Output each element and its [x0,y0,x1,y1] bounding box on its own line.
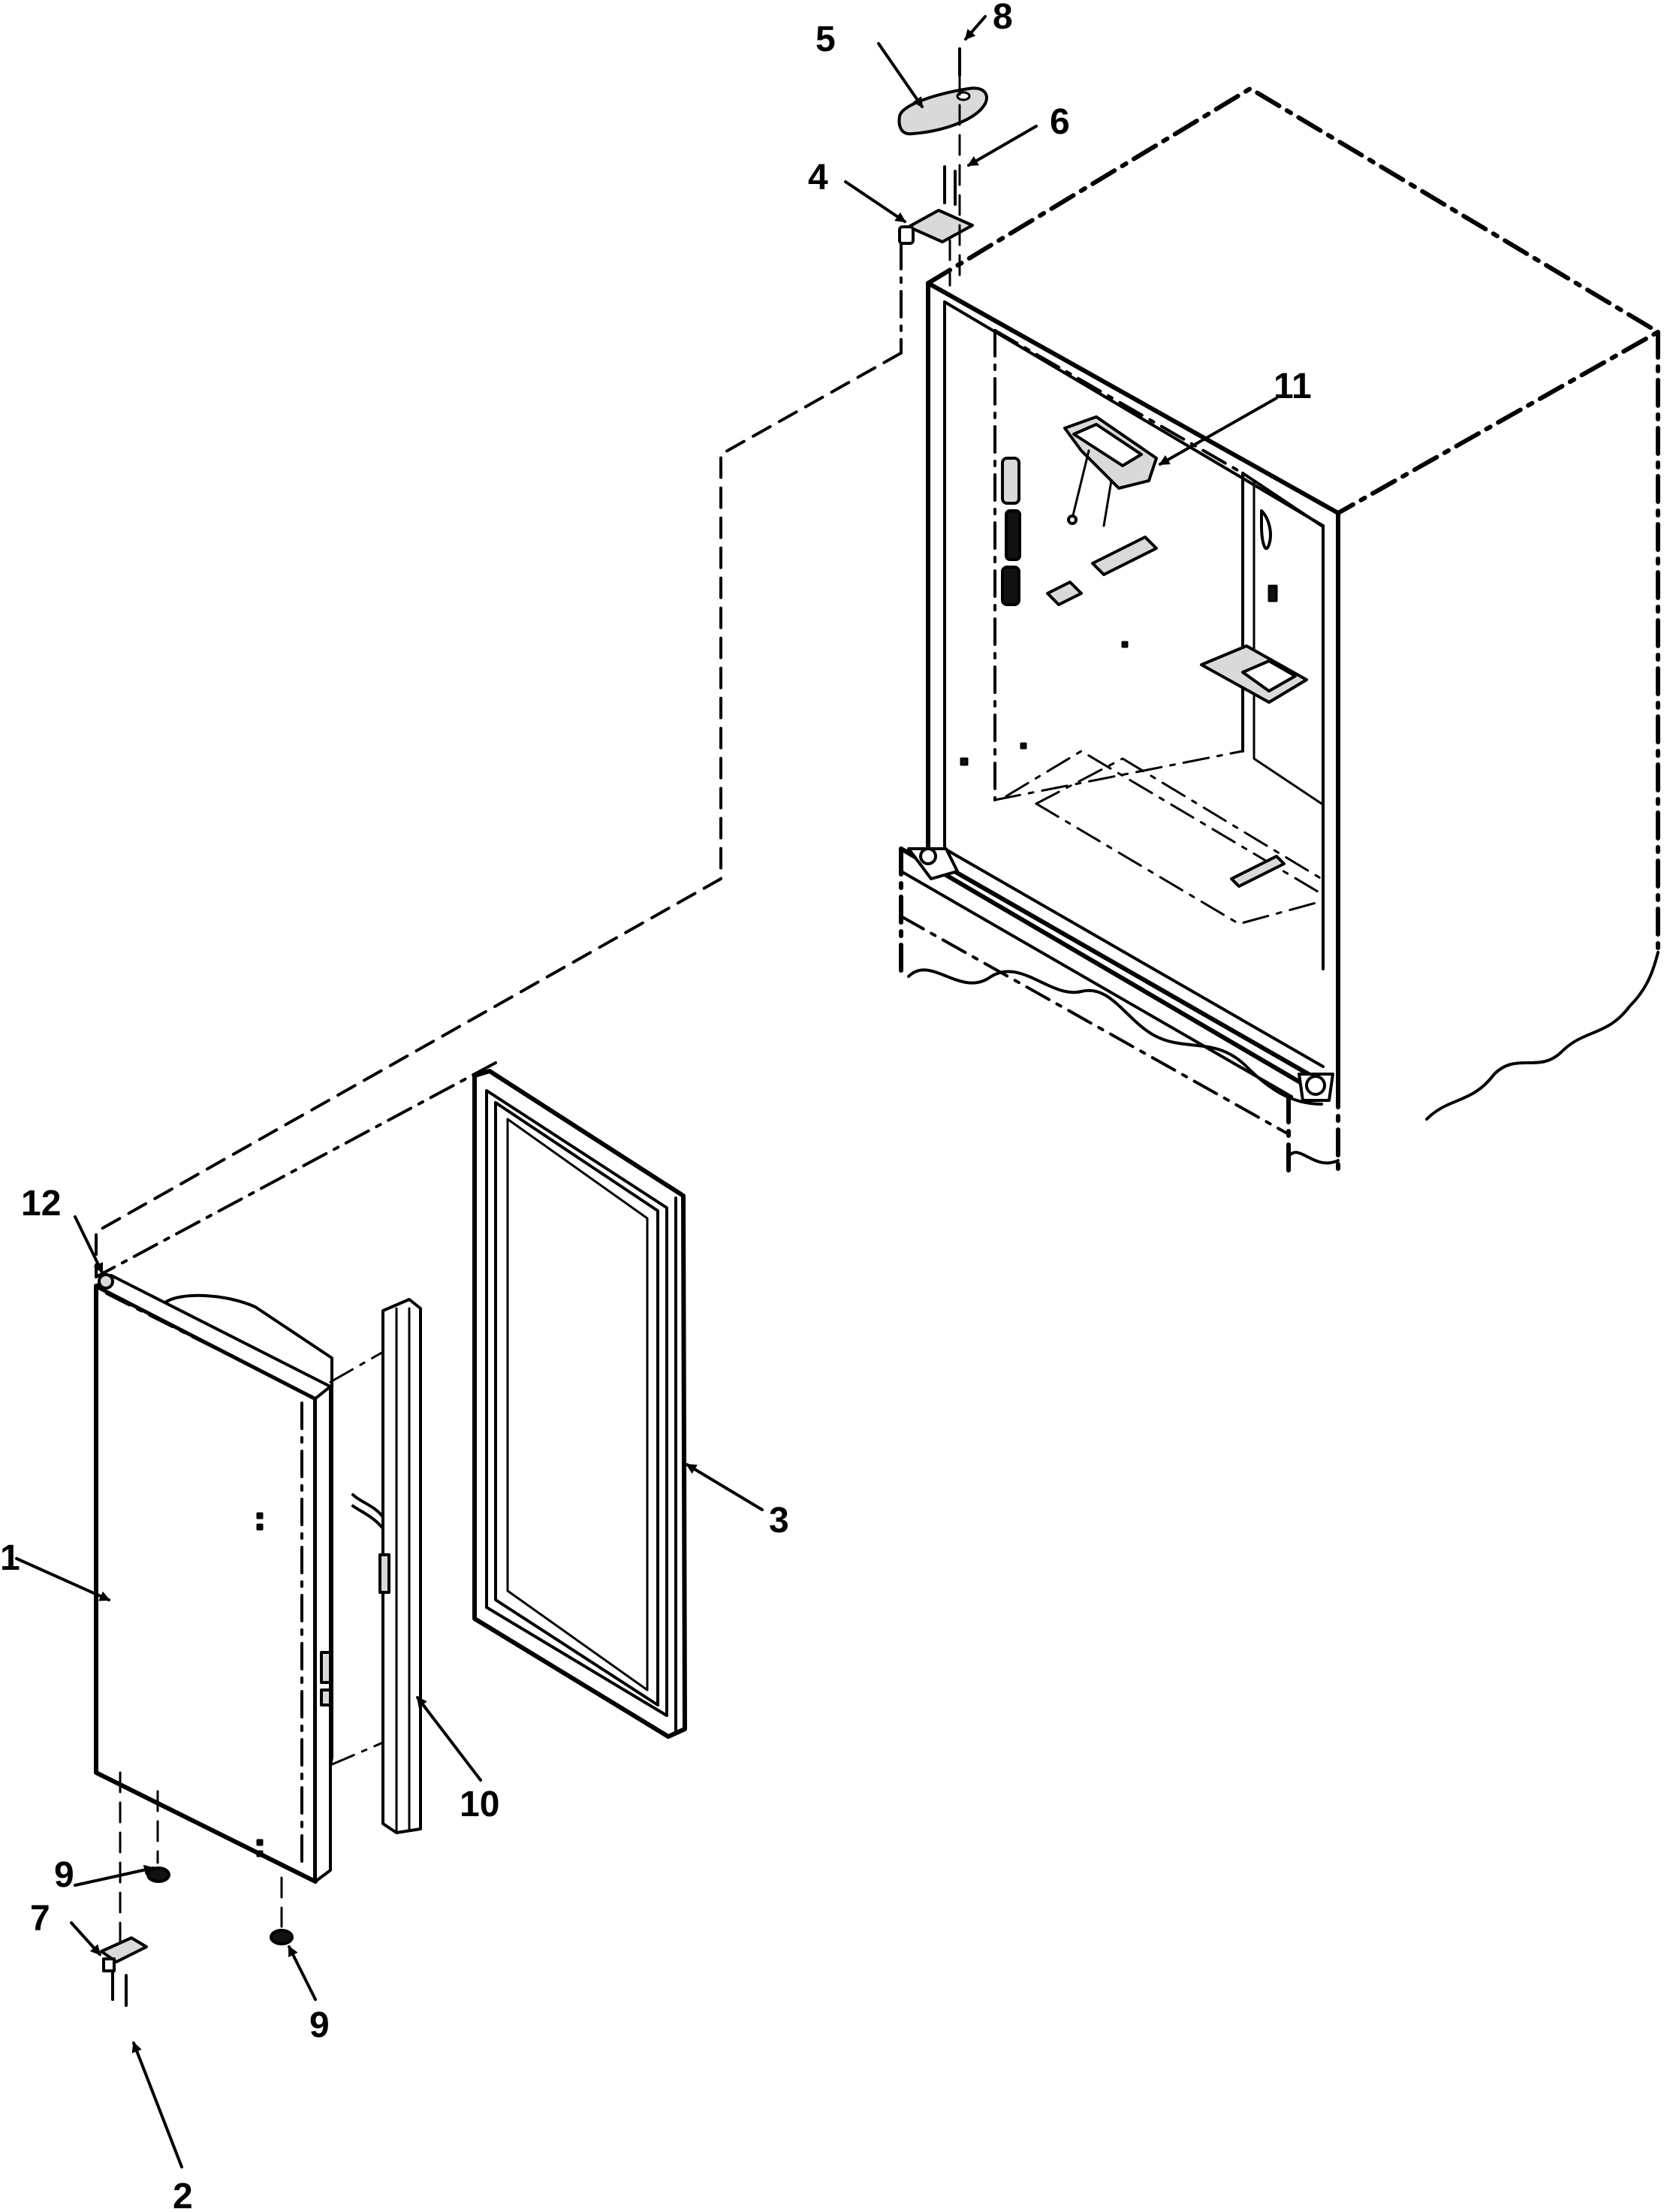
callout-11: 11 [1274,367,1312,406]
part-1-door [94,1273,333,1884]
callout-10: 10 [460,1785,499,1824]
part-12-pin [98,1273,114,1290]
callout-labels: 1 2 3 4 5 6 7 8 9 9 10 11 12 [0,0,1312,2212]
top-hinge-assembly [897,47,988,355]
callout-4: 4 [808,158,828,198]
callout-1: 1 [0,1538,20,1578]
cabinet-interior-features [960,457,1308,888]
callout-12: 12 [21,1184,61,1224]
callout-9-lower: 9 [309,2005,330,2045]
part-9-plug [270,1929,294,1945]
callout-5: 5 [815,20,836,59]
part-11-bracket [1063,415,1158,527]
callout-2: 2 [173,2177,193,2212]
part-3-gasket [472,1069,687,1739]
leader-lines [15,15,1278,2168]
part-9-plug [146,1866,170,1883]
part-4-hinge-bracket [907,209,974,243]
projection-lines [95,352,903,1278]
callout-8: 8 [993,0,1013,37]
callout-6: 6 [1050,102,1070,142]
callout-7: 7 [30,1899,50,1939]
callout-3: 3 [769,1501,789,1541]
part-10-strip [329,1298,422,1834]
refrigerator-cabinet [899,86,1660,1174]
callout-9-upper: 9 [54,1855,74,1895]
